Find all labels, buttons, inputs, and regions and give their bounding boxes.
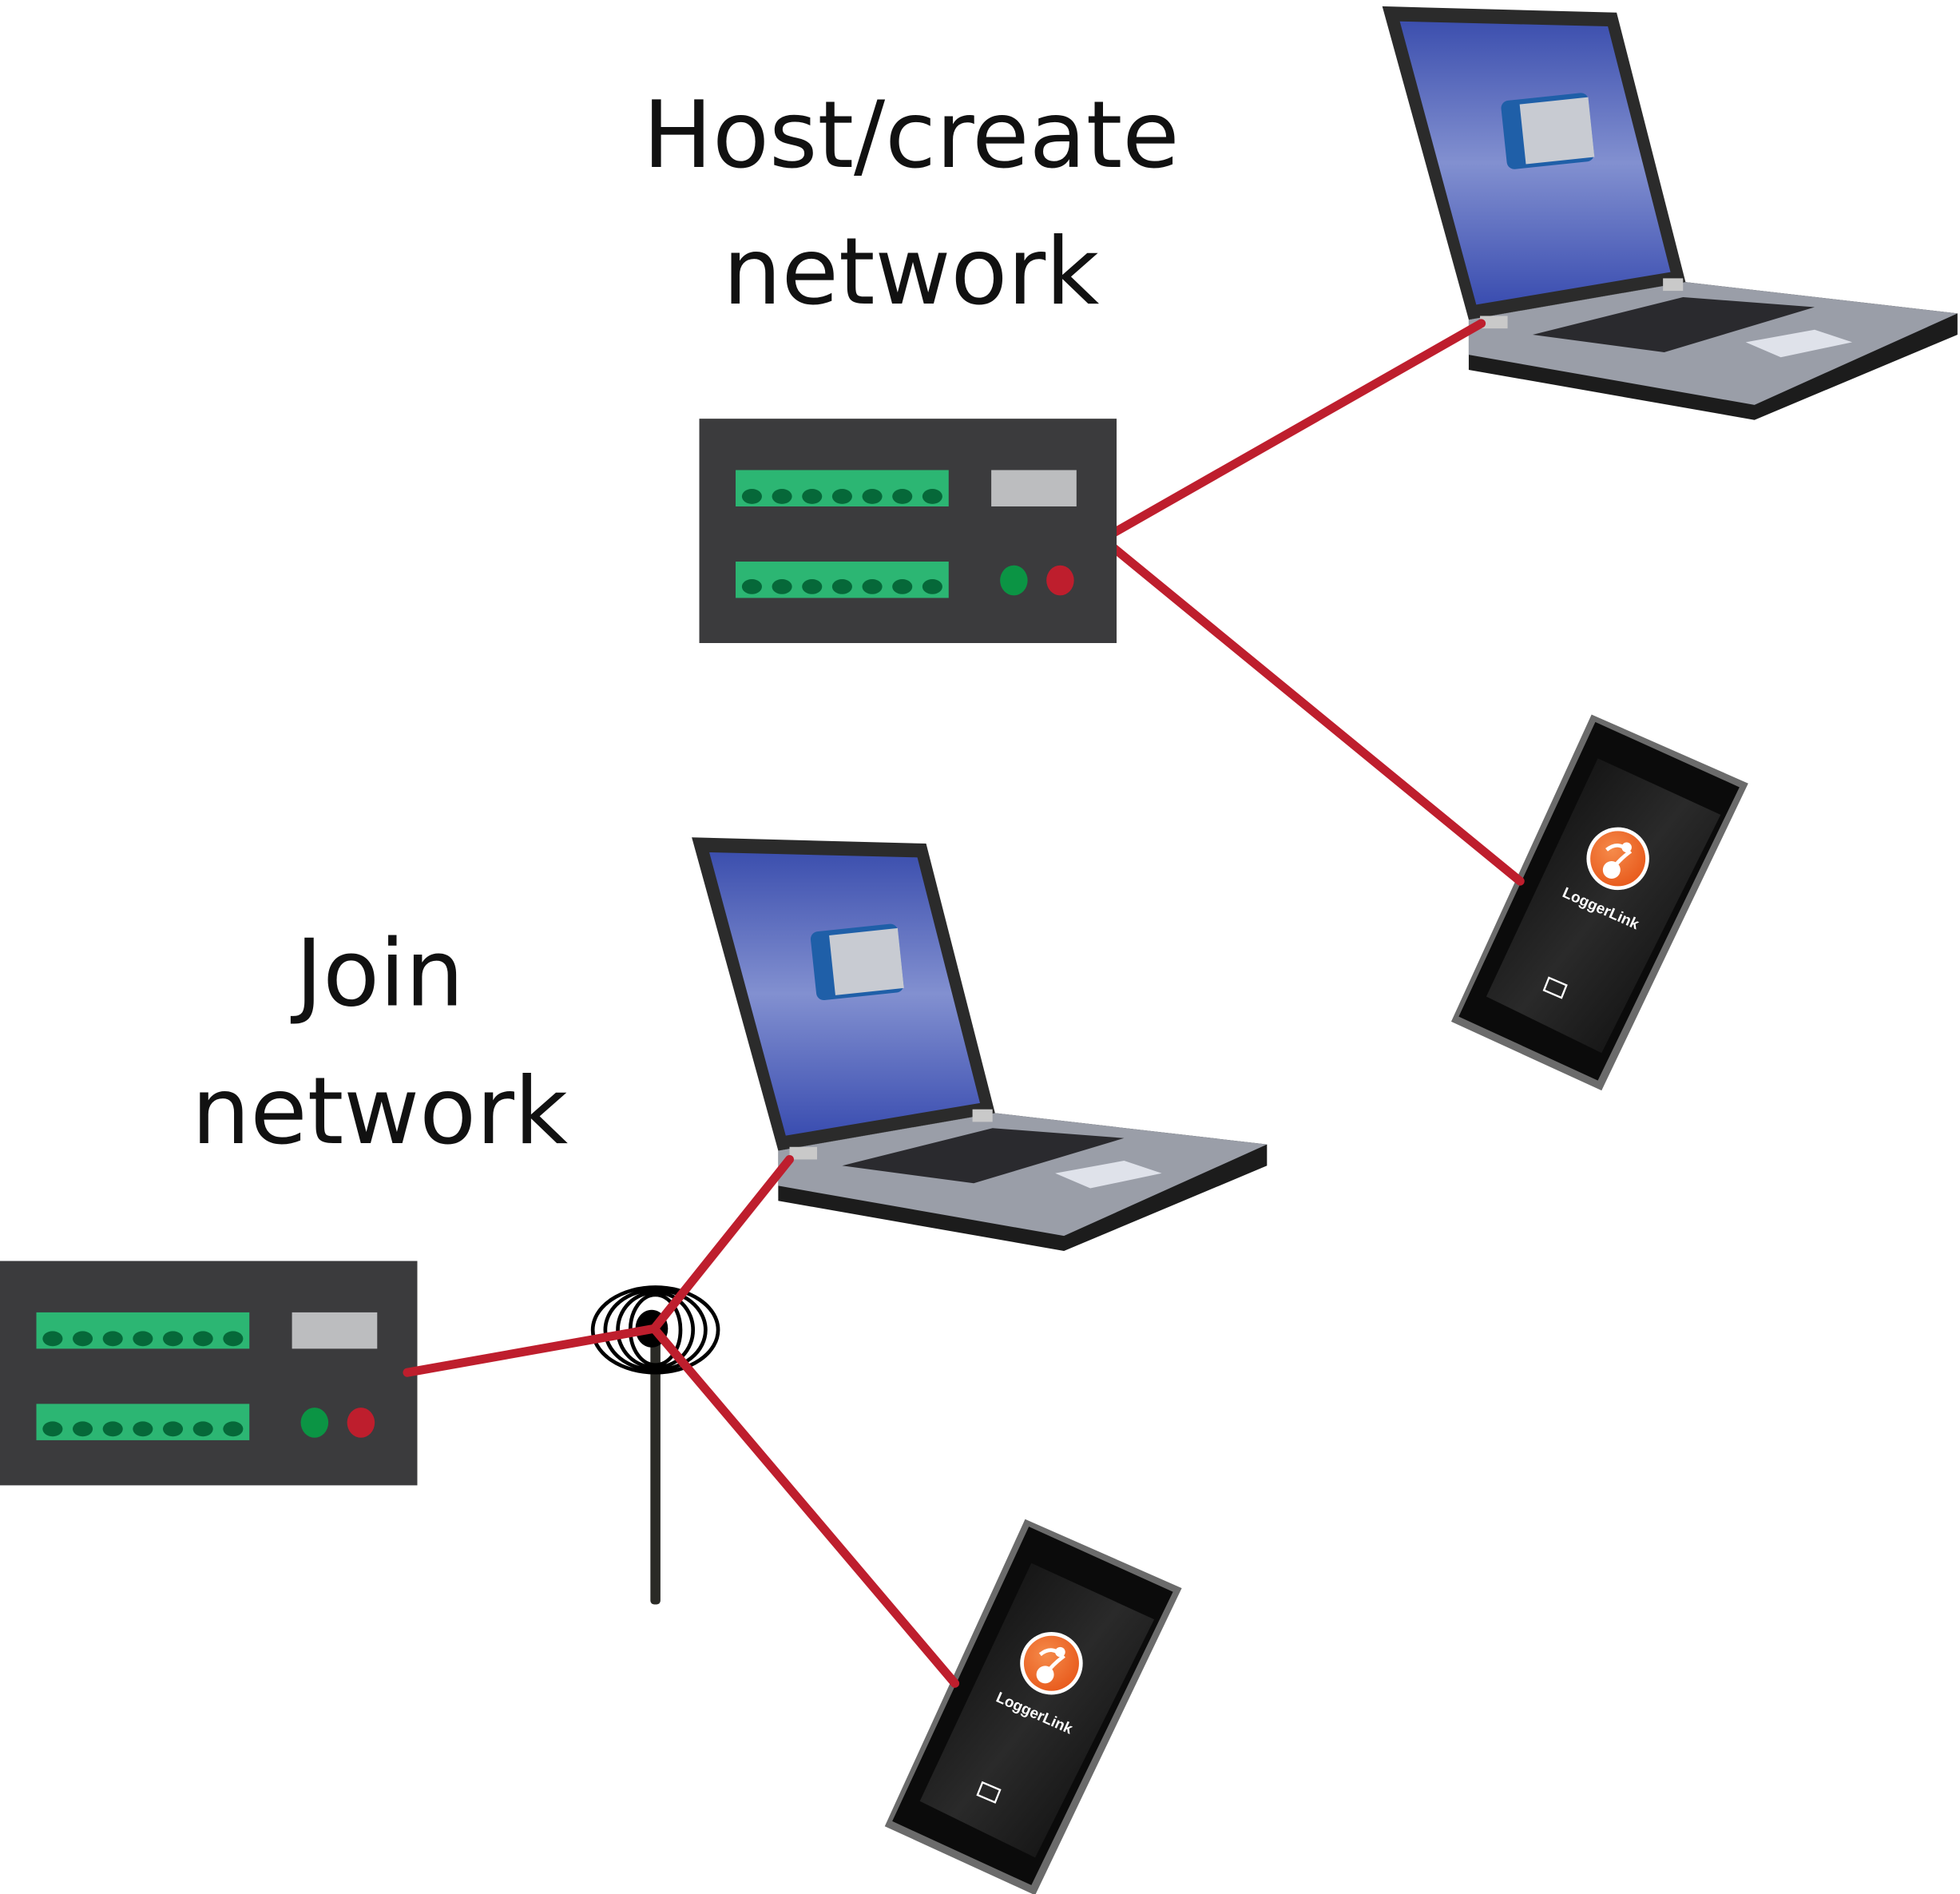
smartphone-icon: LoggerLink bbox=[885, 1519, 1182, 1894]
join-label-line1: Join bbox=[290, 919, 464, 1027]
join-label-line2: network bbox=[192, 1058, 568, 1165]
smartphone-icon: LoggerLink bbox=[1451, 714, 1748, 1090]
datalogger-icon bbox=[0, 1261, 418, 1486]
wifi-link-line bbox=[1098, 534, 1525, 886]
wifi-link-line bbox=[649, 1324, 960, 1688]
wifi-link-line bbox=[649, 1154, 794, 1333]
host-label-line1: Host/create bbox=[643, 81, 1180, 189]
laptop-icon bbox=[692, 837, 1268, 1251]
host-label-line2: network bbox=[723, 218, 1099, 326]
datalogger-icon bbox=[699, 419, 1117, 644]
wifi-link-line bbox=[403, 1324, 659, 1377]
laptop-icon bbox=[1382, 6, 1958, 420]
wifi-link-line bbox=[1098, 319, 1486, 544]
